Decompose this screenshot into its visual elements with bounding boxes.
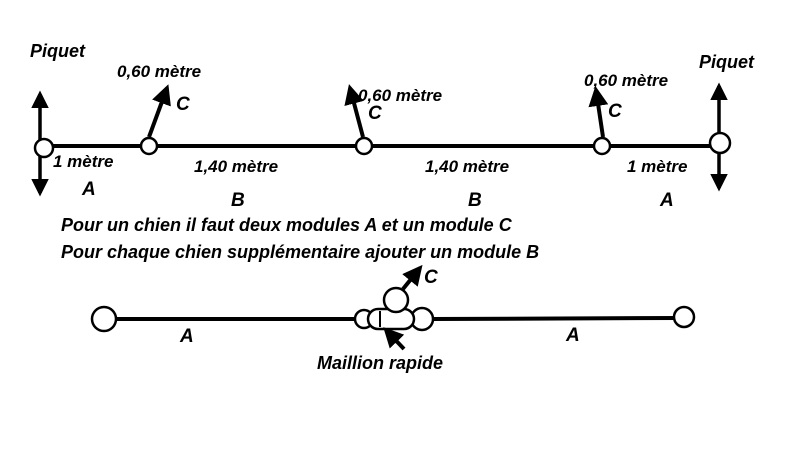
ring-right-end (708, 131, 732, 155)
dist-left-end: 1 mètre (53, 152, 113, 171)
c-label-3: C (608, 101, 622, 122)
piquet-left-label: Piquet (30, 41, 86, 61)
c-label-1: C (176, 94, 190, 115)
c-label-2: C (368, 103, 382, 124)
module-b-label-1: B (231, 190, 245, 211)
ring-left-end (33, 137, 55, 159)
piquet-right-label: Piquet (699, 52, 755, 72)
module-a-label-right: A (659, 190, 674, 211)
spacing-c-label-3: 0,60 mètre (584, 71, 668, 90)
bottom-c-label: C (424, 267, 438, 288)
c-module-ring (382, 286, 410, 314)
ring-c2 (354, 136, 374, 156)
spacing-c-label-2: 0,60 mètre (358, 86, 442, 105)
c-arrow-3 (588, 86, 609, 138)
bottom-ring-right (672, 305, 696, 329)
rule-line-2: Pour chaque chien supplémentaire ajouter… (61, 242, 539, 262)
bottom-assembly: C A A Maillion rapide (90, 264, 696, 373)
c-arrow-2 (344, 84, 365, 138)
top-assembly: Piquet Piquet 0,60 mètre 0,60 mètre 0,60… (30, 41, 755, 211)
dist-right-end: 1 mètre (627, 157, 687, 176)
maillon-pointer-arrow (383, 327, 406, 351)
spacing-c-label-1: 0,60 mètre (117, 62, 201, 81)
ring-c3 (592, 136, 612, 156)
rule-line-1: Pour un chien il faut deux modules A et … (61, 215, 513, 235)
rules-text: Pour un chien il faut deux modules A et … (61, 215, 539, 262)
bottom-ring-left (90, 305, 118, 333)
dist-mid-2: 1,40 mètre (425, 157, 509, 176)
ring-c1 (139, 136, 159, 156)
bottom-a-label-left: A (179, 326, 194, 347)
module-b-label-2: B (468, 190, 482, 211)
maillon-rapide-label: Maillion rapide (317, 353, 443, 373)
c-arrow-1 (147, 84, 171, 138)
bottom-a-label-right: A (565, 325, 580, 346)
module-a-label-left: A (81, 179, 96, 200)
dist-mid-1: 1,40 mètre (194, 157, 278, 176)
bottom-cable-right (431, 316, 681, 321)
bottom-c-arrow (401, 264, 423, 291)
